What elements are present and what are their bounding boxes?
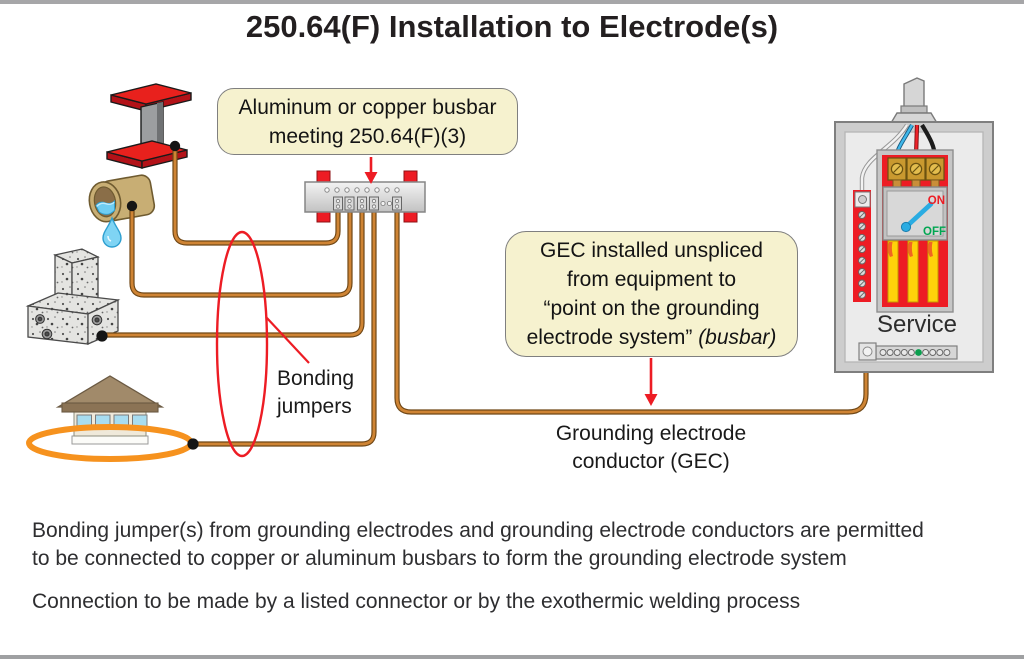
- callout-busbar: Aluminum or copper busbar meeting 250.64…: [217, 88, 518, 155]
- service-label: Service: [877, 311, 958, 338]
- water-pipe-electrode-icon: [88, 174, 156, 248]
- green-ground-screw: [915, 349, 922, 356]
- bonding-jumper-wire-concrete: [102, 211, 365, 338]
- connector-dot: [187, 438, 199, 450]
- note-paragraph-1: Bonding jumper(s) from grounding electro…: [32, 519, 924, 570]
- concrete-encased-electrode-icon: [25, 248, 121, 345]
- steel-beam-electrode-icon: [106, 83, 192, 169]
- connector-dot: [169, 140, 181, 152]
- connector-dot: [96, 330, 108, 342]
- callout-gec-line2: from equipment to: [566, 268, 737, 291]
- service-panel: ON OFF: [834, 77, 994, 373]
- ground-terminal-strip-icon: [858, 342, 958, 361]
- service-lugs: [887, 157, 945, 181]
- weatherhead-mast-icon: [889, 77, 939, 124]
- callout-gec-line1: GEC installed unspliced: [540, 239, 763, 262]
- bonding-jumpers-label: Bonding jumpers: [277, 367, 355, 418]
- callout-busbar-line1: Aluminum or copper busbar: [238, 95, 497, 119]
- bonding-jumpers-highlight: [215, 230, 310, 458]
- connector-dots: [96, 140, 199, 450]
- callout-gec: GEC installed unspliced from equipment t…: [505, 231, 798, 357]
- callout-busbar-line2: meeting 250.64(F)(3): [268, 124, 467, 148]
- page-edge-bottom: [0, 655, 1024, 659]
- bonding-jumper-wires: [102, 146, 377, 447]
- building-ground-ring-icon: [26, 375, 194, 462]
- switch-off-label: OFF: [923, 226, 946, 238]
- callout-gec-line4: electrode system” (busbar): [526, 326, 777, 349]
- main-switch-icon: ON OFF: [882, 186, 948, 241]
- bonding-jumpers-pointer-line: [265, 316, 310, 364]
- neutral-terminal-strip-icon: [853, 190, 871, 302]
- busbar-terminal-lugs: [333, 196, 402, 211]
- phase-busbars-icon: [887, 240, 939, 303]
- arrow-gec-callout: [644, 358, 658, 406]
- note-paragraph-2: Connection to be made by a listed connec…: [32, 590, 801, 613]
- water-drop-icon: [102, 216, 122, 248]
- grounding-busbar-icon: [304, 170, 426, 223]
- page-title: 250.64(F) Installation to Electrode(s): [245, 9, 779, 44]
- switch-on-label: ON: [928, 195, 945, 207]
- connector-dot: [126, 200, 138, 212]
- arrow-busbar-callout: [364, 157, 378, 184]
- gec-label: Grounding electrode conductor (GEC): [555, 422, 747, 473]
- callout-gec-line3: “point on the grounding: [543, 297, 760, 320]
- page-edge-top: [0, 0, 1024, 4]
- bonding-jumpers-ellipse: [215, 230, 269, 458]
